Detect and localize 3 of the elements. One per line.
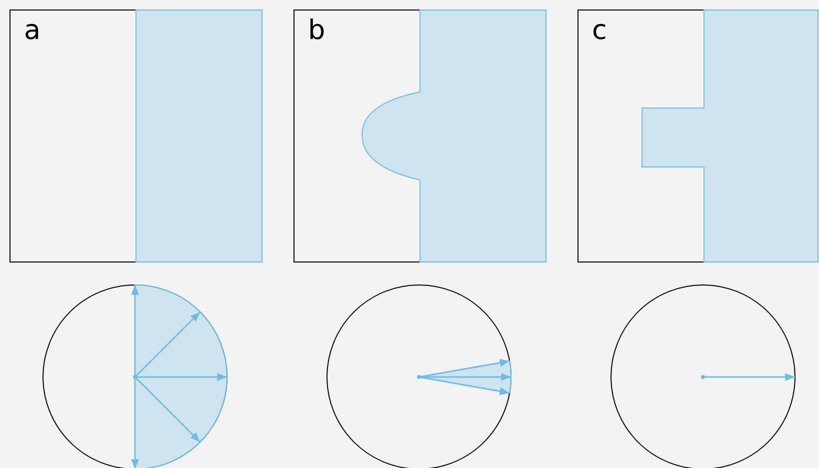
panel-label: a: [24, 17, 41, 44]
panel-label: b: [308, 17, 326, 44]
panel-label: c: [592, 17, 607, 44]
